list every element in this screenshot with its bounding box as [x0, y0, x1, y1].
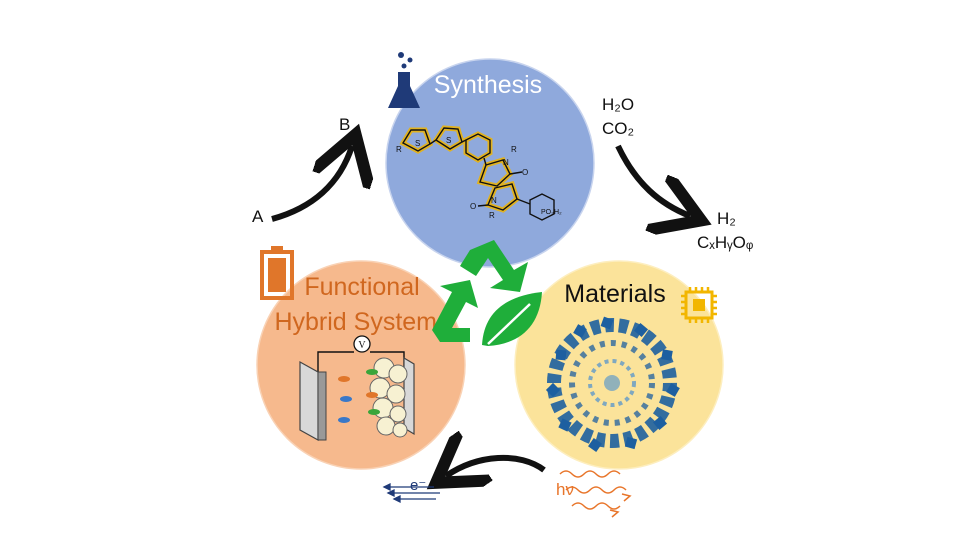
flask-icon — [388, 52, 420, 108]
light-waves — [559, 470, 632, 518]
molecule-label-n1: N — [503, 158, 509, 167]
label-cxhyoz: CₓHᵧOᵩ — [697, 233, 754, 252]
chip-icon — [681, 287, 717, 323]
hybrid-title-line1: Functional — [304, 273, 419, 301]
molecule-label-s1: S — [415, 139, 420, 148]
arrow-a-to-b — [271, 146, 352, 222]
molecule-label-r2: R — [511, 145, 517, 154]
label-h2o: H₂O — [602, 95, 634, 114]
molecule-label-n2: N — [491, 196, 497, 205]
molecule-label-r1: R — [396, 145, 402, 154]
molecule-label-po3h2: PO₃H₂ — [541, 209, 562, 216]
dpp-molecule — [399, 125, 555, 221]
leaf-icon — [482, 292, 542, 346]
materials-title: Materials — [564, 280, 665, 308]
mof-structure — [545, 316, 680, 452]
molecule-label-s2: S — [446, 136, 451, 145]
molecule-label-o2: O — [470, 202, 476, 211]
label-h2: H₂ — [717, 209, 736, 228]
recycle-icon — [432, 240, 528, 342]
battery-icon — [260, 246, 294, 300]
label-a: A — [252, 207, 264, 226]
electrochemical-cell: V — [299, 335, 415, 442]
hybrid-title-line2: Hybrid Systems — [274, 308, 449, 336]
arrow-light-to-electron — [446, 458, 546, 476]
synthesis-title: Synthesis — [434, 71, 542, 99]
label-co2: CO₂ — [602, 119, 634, 138]
label-hv: hν — [556, 480, 574, 499]
label-b: B — [339, 115, 350, 134]
voltmeter-label: V — [358, 340, 366, 351]
molecule-label-o1: O — [522, 168, 528, 177]
molecule-label-r3: R — [489, 211, 495, 220]
arrow-h2o-to-h2 — [615, 144, 690, 216]
label-electron: e⁻ — [410, 477, 426, 494]
electron-arrows — [382, 482, 440, 504]
